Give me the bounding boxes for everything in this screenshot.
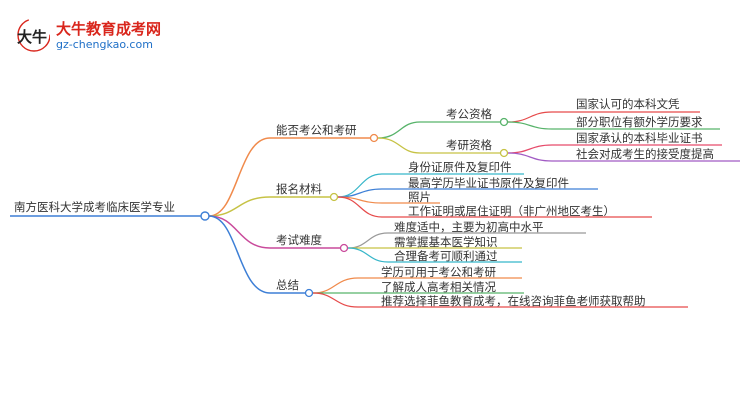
leaf-label: 了解成人高考相关情况: [381, 280, 496, 294]
leaf-label: 社会对成考生的接受度提高: [576, 147, 714, 161]
leaf-id-card[interactable]: 身份证原件及复印件: [337, 160, 524, 198]
brand-name: 大牛教育成考网: [56, 20, 162, 38]
leaf-label: 国家认可的本科文凭: [576, 97, 680, 111]
node-civil-service[interactable]: 考公资格: [377, 107, 509, 139]
leaf-extra-requirement[interactable]: 部分职位有额外学历要求: [507, 115, 720, 130]
branch-collapse-handle: [329, 192, 339, 202]
ox-logo-icon: 大牛: [17, 18, 50, 52]
brand-url[interactable]: gz-chengkao.com: [56, 38, 153, 51]
leaf-work-proof[interactable]: 工作证明或居住证明（非广州地区考生）: [337, 196, 652, 218]
branch-collapse-handle: [369, 133, 379, 143]
node-label: 考公资格: [446, 107, 492, 121]
branch-label: 报名材料: [276, 182, 322, 196]
leaf-label: 需掌握基本医学知识: [394, 235, 498, 249]
root-collapse-handle: [200, 211, 210, 221]
root-node[interactable]: 南方医科大学成考临床医学专业: [10, 200, 210, 221]
branch-difficulty[interactable]: 考试难度: [208, 215, 349, 253]
node-label: 考研资格: [446, 138, 492, 152]
branch-can-exam[interactable]: 能否考公和考研: [208, 123, 379, 217]
leaf-usable[interactable]: 学历可用于考公和考研: [312, 265, 522, 294]
leaf-label: 部分职位有额外学历要求: [576, 115, 703, 129]
leaf-acceptance[interactable]: 社会对成考生的接受度提高: [507, 147, 740, 162]
root-label: 南方医科大学成考临床医学专业: [14, 200, 175, 214]
site-logo[interactable]: 大牛 大牛教育成考网 gz-chengkao.com: [14, 16, 214, 56]
branch-label: 能否考公和考研: [276, 123, 357, 137]
leaf-pass[interactable]: 合理备考可顺利通过: [347, 247, 522, 263]
leaf-understand[interactable]: 了解成人高考相关情况: [312, 280, 524, 294]
leaf-label: 身份证原件及复印件: [408, 160, 512, 174]
leaf-basic-medicine[interactable]: 需掌握基本医学知识: [348, 235, 522, 249]
logo-mark-text: 大牛: [17, 28, 47, 46]
branch-summary[interactable]: 总结: [208, 215, 314, 298]
node-collapse-handle: [499, 148, 509, 158]
node-collapse-handle: [499, 117, 509, 127]
leaf-label: 学历可用于考公和考研: [381, 265, 496, 279]
leaf-label: 合理备考可顺利通过: [394, 249, 498, 263]
leaf-diploma-copy[interactable]: 最高学历毕业证书原件及复印件: [337, 176, 598, 198]
branch-label: 总结: [276, 278, 299, 292]
leaf-label: 推荐选择菲鱼教育成考，在线咨询菲鱼老师获取帮助: [381, 294, 646, 308]
leaf-label: 最高学历毕业证书原件及复印件: [408, 176, 569, 190]
branch-collapse-handle: [339, 243, 349, 253]
leaf-recommend[interactable]: 推荐选择菲鱼教育成考，在线咨询菲鱼老师获取帮助: [312, 292, 688, 308]
branch-materials[interactable]: 报名材料: [208, 182, 339, 217]
leaf-label: 国家承认的本科毕业证书: [576, 131, 703, 145]
branch-collapse-handle: [304, 288, 314, 298]
leaf-label: 难度适中，主要为初高中水平: [394, 220, 544, 234]
leaf-moderate[interactable]: 难度适中，主要为初高中水平: [347, 220, 586, 249]
node-postgrad[interactable]: 考研资格: [377, 137, 509, 158]
branch-label: 考试难度: [276, 233, 322, 247]
leaf-label: 照片: [408, 190, 431, 204]
leaf-label: 工作证明或居住证明（非广州地区考生）: [408, 204, 615, 218]
leaf-recognized-diploma[interactable]: 国家认可的本科文凭: [507, 97, 700, 123]
